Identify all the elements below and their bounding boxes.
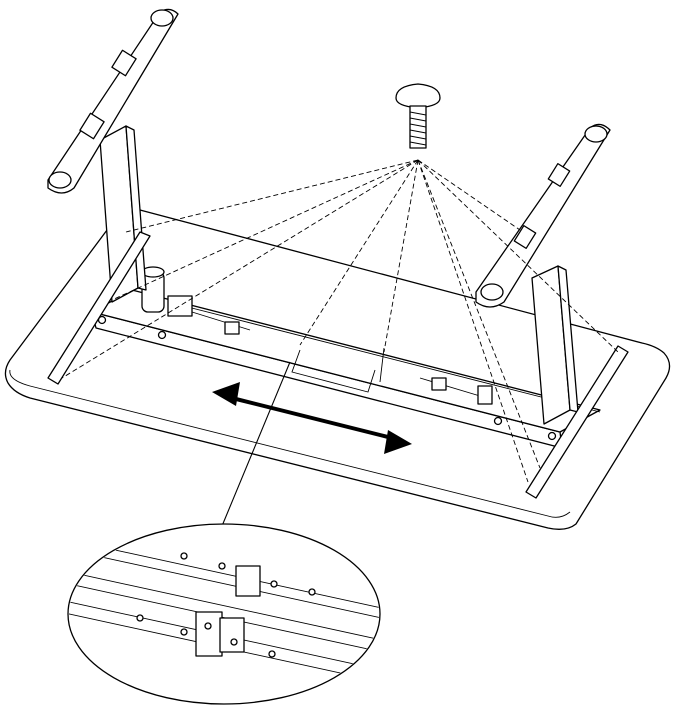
screw-point (218, 562, 226, 570)
right-leg (475, 123, 611, 425)
leveling-foot (150, 9, 174, 27)
detail-callout (67, 523, 381, 705)
screw-point (230, 638, 238, 646)
right-foot (475, 123, 611, 308)
screw-point (136, 614, 144, 622)
hole-marker (493, 416, 503, 426)
leveling-foot (584, 125, 608, 143)
screw-point (268, 650, 276, 658)
motor-unit (141, 266, 493, 405)
screw-point (180, 552, 188, 560)
double-arrow-icon (212, 382, 412, 454)
detail-leader-line (221, 361, 291, 527)
hole-marker (157, 330, 167, 340)
screw-point (308, 588, 316, 596)
side-brackets (47, 231, 629, 499)
screw-point (270, 580, 278, 588)
screw-icon (395, 83, 441, 149)
leveling-foot (48, 171, 72, 189)
screw-leaders (61, 159, 619, 483)
hole-marker (547, 431, 557, 441)
screw-point (180, 628, 188, 636)
leveling-foot (480, 283, 504, 301)
screw-point (204, 622, 212, 630)
